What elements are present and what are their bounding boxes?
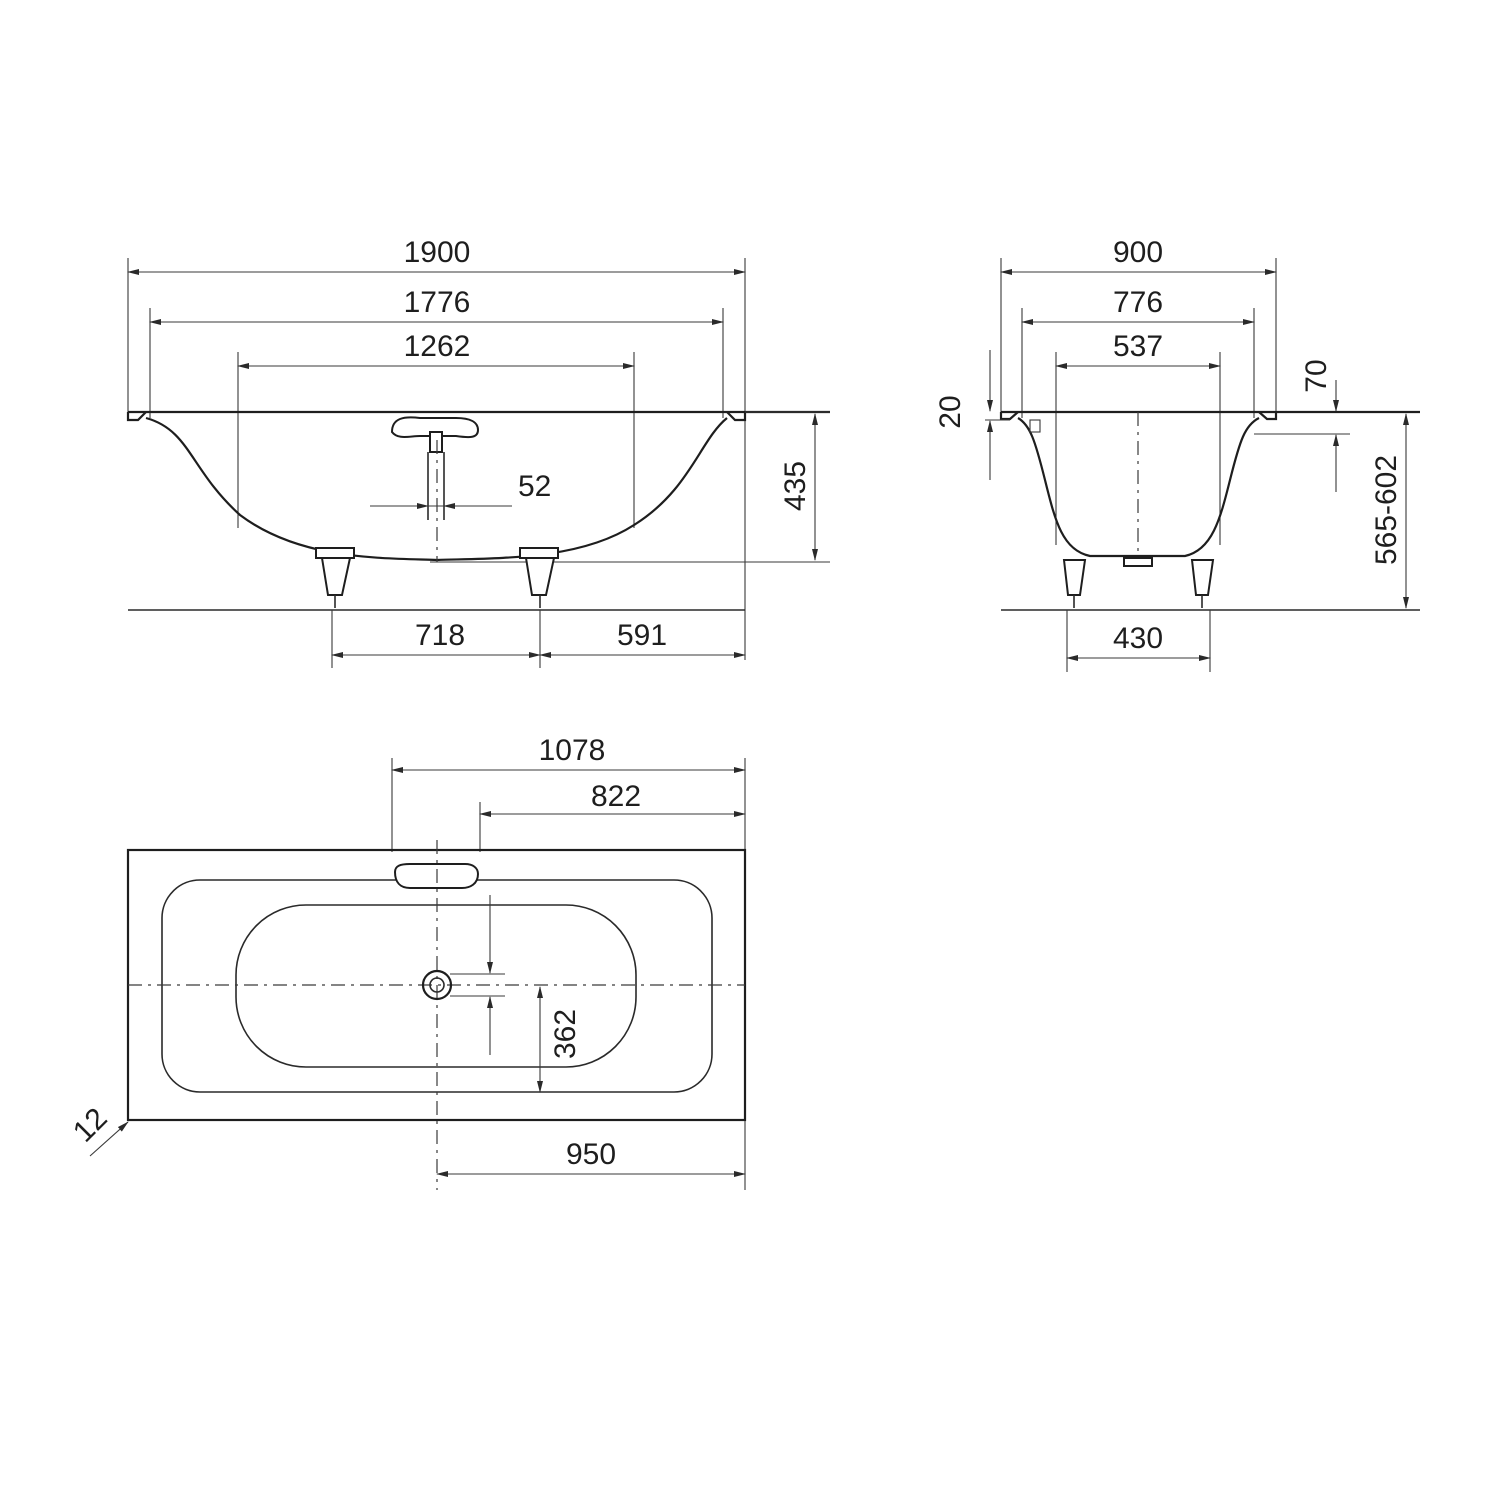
dim-leg-end: 591: [617, 619, 667, 652]
dim-overall-width: 900: [1113, 236, 1163, 269]
dim-drain-distance: 950: [566, 1138, 616, 1171]
dim-bottom-width: 537: [1113, 330, 1163, 363]
dim-overflow-inner: 822: [591, 780, 641, 813]
dim-drain-offset: 52: [518, 470, 551, 503]
dim-overflow-depth: 70: [1300, 359, 1333, 392]
plan-view: 1078 822 362 950 12: [67, 734, 747, 1190]
dim-height: 435: [779, 461, 812, 511]
dim-drain-lateral: 362: [549, 1009, 582, 1059]
dim-bottom-length: 1262: [404, 330, 471, 363]
side-view: 1900 1776 1262 52: [126, 236, 830, 668]
dim-leg-spacing: 718: [415, 619, 465, 652]
leg-left: [315, 547, 355, 608]
dim-rim-thickness: 20: [934, 395, 967, 428]
dim-overflow-distance: 1078: [539, 734, 606, 767]
dim-end-leg-spacing: 430: [1113, 622, 1163, 655]
dim-total-height: 565-602: [1370, 455, 1403, 565]
leg-right: [519, 547, 559, 608]
dim-inner-length: 1776: [404, 286, 471, 319]
dim-overall-length: 1900: [404, 236, 471, 269]
dim-inner-width: 776: [1113, 286, 1163, 319]
end-view: 900 776 537 20 70 565-602 430: [934, 236, 1420, 672]
